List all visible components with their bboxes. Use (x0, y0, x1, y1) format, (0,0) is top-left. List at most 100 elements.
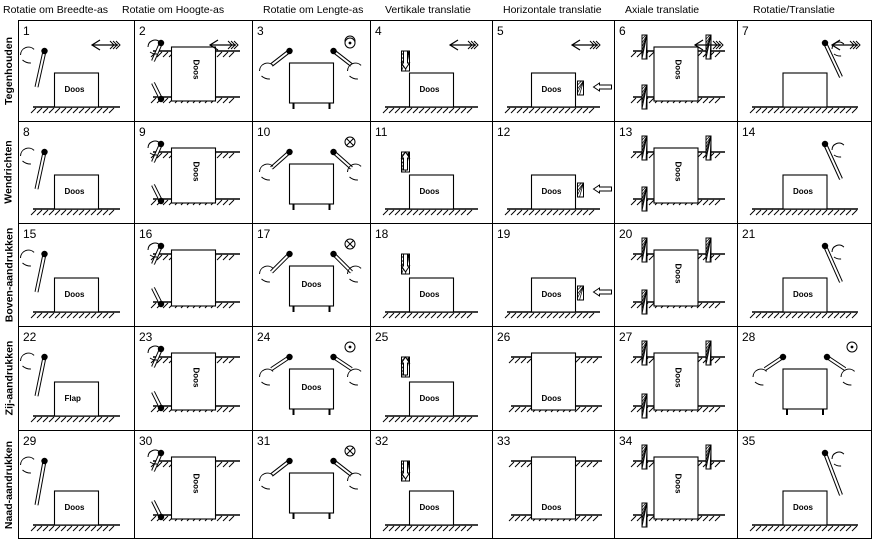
box-outline (53, 490, 100, 526)
lever-arm-icon (821, 140, 843, 180)
lever-arm-icon (821, 449, 843, 496)
box-outline (782, 368, 828, 410)
cell-illustration (630, 237, 725, 315)
box-label: Doos (419, 85, 440, 94)
box-outline (53, 174, 100, 210)
cell-illustration (259, 238, 362, 312)
cell-illustration (630, 34, 725, 110)
cell-number: 12 (497, 125, 511, 139)
lever-arm-icon (270, 353, 293, 371)
column-header-7: Rotatie/Translatie (753, 4, 835, 16)
cell-illustration (504, 39, 612, 114)
box-outline (170, 352, 217, 411)
rotation-arrow-icon (20, 456, 35, 474)
rotation-arrow-icon (20, 46, 35, 64)
rotation-arrow-icon (259, 163, 274, 181)
cell-number: 11 (375, 125, 388, 139)
cell-number: 28 (742, 330, 756, 344)
hatched-plate-icon (577, 285, 584, 301)
row-header-5: Naad-aandrukken (0, 430, 18, 539)
box-outline (288, 368, 335, 410)
lever-arm-icon (34, 47, 48, 88)
box-label: Doos (541, 503, 562, 512)
cell-illustration (259, 136, 362, 210)
box-outline (782, 490, 828, 526)
lever-arm-icon (151, 82, 165, 103)
cell-illustration (382, 253, 478, 319)
hatched-ground-icon (382, 524, 478, 532)
grid-line-vertical (252, 20, 253, 539)
cell-number: 17 (257, 227, 271, 241)
box-outline (408, 72, 455, 108)
box-outline (653, 147, 699, 204)
box-label: Doos (64, 503, 85, 512)
box-label: Doos (191, 161, 200, 181)
box-label: Doos (301, 280, 322, 289)
cell-illustration (752, 341, 858, 415)
lever-arm-icon (151, 391, 165, 412)
box-outline (530, 72, 577, 108)
box-label: Doos (64, 187, 85, 196)
lever-arm-icon (34, 353, 48, 397)
box-outline (170, 249, 217, 307)
cell-illustration (749, 39, 861, 114)
hatched-ground-icon (749, 106, 858, 114)
box-outline (530, 174, 577, 210)
row-header-label: Boven-aandrukken (3, 227, 15, 322)
box-outline (653, 46, 699, 102)
cell-number: 15 (23, 227, 37, 241)
rotation-arrow-icon (147, 345, 161, 361)
rotation-arrow-icon (147, 140, 161, 156)
cell-illustration (630, 444, 725, 528)
row-header-4: Zij-aandrukken (0, 326, 18, 430)
cell-number: 33 (497, 434, 511, 448)
cell-illustration (382, 460, 478, 532)
box-outline (53, 277, 100, 313)
rotation-arrow-icon (347, 265, 362, 283)
rotation-arrow-icon (347, 163, 362, 181)
push-arrow-icon (592, 287, 612, 297)
push-arrow-icon (592, 184, 612, 194)
hatched-plate-icon (641, 393, 648, 419)
hatched-ground-icon (749, 524, 858, 532)
lever-arm-icon (270, 250, 293, 274)
hatched-ground-icon (504, 311, 600, 319)
cell-number: 13 (619, 125, 633, 139)
hatched-ground-icon (30, 208, 120, 216)
rotation-arrow-icon (147, 39, 161, 55)
hatched-ground-icon (382, 208, 478, 216)
rotation-arrow-icon (831, 244, 845, 260)
hatched-plate-icon (641, 444, 648, 470)
hatched-plate-icon (641, 289, 648, 315)
row-header-3: Boven-aandrukken (0, 223, 18, 326)
hatched-ground-icon (504, 208, 600, 216)
lever-arm-icon (34, 457, 48, 506)
grid-line-vertical (492, 20, 493, 539)
hatched-plate-icon (577, 182, 584, 198)
box-outline (782, 277, 828, 313)
cell-illustration (147, 39, 240, 104)
lever-arm-icon (821, 39, 843, 78)
box-outline (288, 265, 335, 307)
column-header-6: Axiale translatie (625, 4, 700, 16)
diagram-cell: 28 (738, 327, 872, 430)
hatched-ground-icon (30, 311, 120, 319)
grid-line-horizontal (18, 430, 872, 431)
lever-arm-icon (151, 140, 165, 163)
push-arrow-icon (400, 356, 411, 376)
cell-number: 29 (23, 434, 37, 448)
cell-illustration (259, 35, 362, 109)
